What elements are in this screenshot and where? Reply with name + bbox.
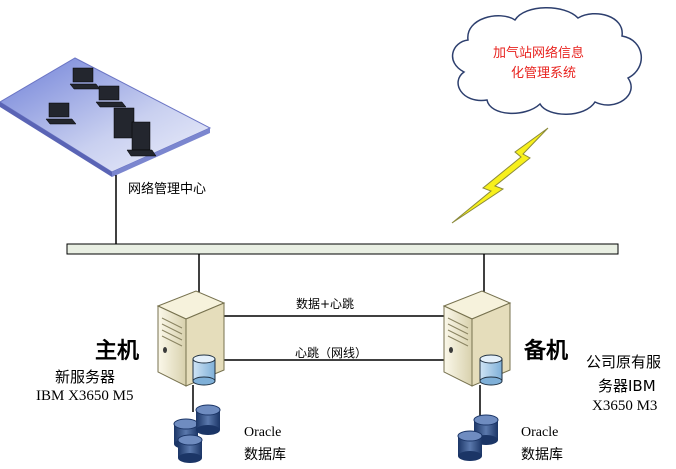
primary-title: 主机 [95, 339, 140, 364]
primary-disk-icon [192, 354, 216, 386]
left-db-label-line1: Oracle [244, 425, 282, 440]
backup-desc-line1: 公司原有服 [586, 353, 662, 371]
backup-desc-line2: 务器IBM [598, 377, 656, 395]
right-database-icon [457, 414, 499, 461]
primary-desc-line1: 新服务器 [55, 368, 116, 386]
backup-disk-icon [479, 354, 503, 386]
lightning-icon [451, 127, 549, 224]
cloud-text-line2: 化管理系统 [511, 66, 577, 81]
left-db-label-line2: 数据库 [244, 447, 286, 463]
network-center-label: 网络管理中心 [128, 182, 207, 197]
cloud-shape [451, 7, 643, 115]
backup-title: 备机 [524, 339, 569, 364]
heartbeat-network-label: 心跳（网线） [295, 346, 368, 360]
network-center-icon [0, 57, 212, 177]
right-db-label-line1: Oracle [521, 425, 559, 440]
cloud-text-line1: 加气站网络信息 [493, 46, 585, 61]
network-bus [66, 243, 619, 255]
backup-desc-line3: X3650 M3 [592, 398, 658, 414]
primary-desc-line2: IBM X3650 M5 [36, 388, 134, 404]
left-database-icon [173, 404, 221, 463]
data-heartbeat-label: 数据+心跳 [296, 297, 355, 311]
right-db-label-line2: 数据库 [521, 447, 563, 463]
